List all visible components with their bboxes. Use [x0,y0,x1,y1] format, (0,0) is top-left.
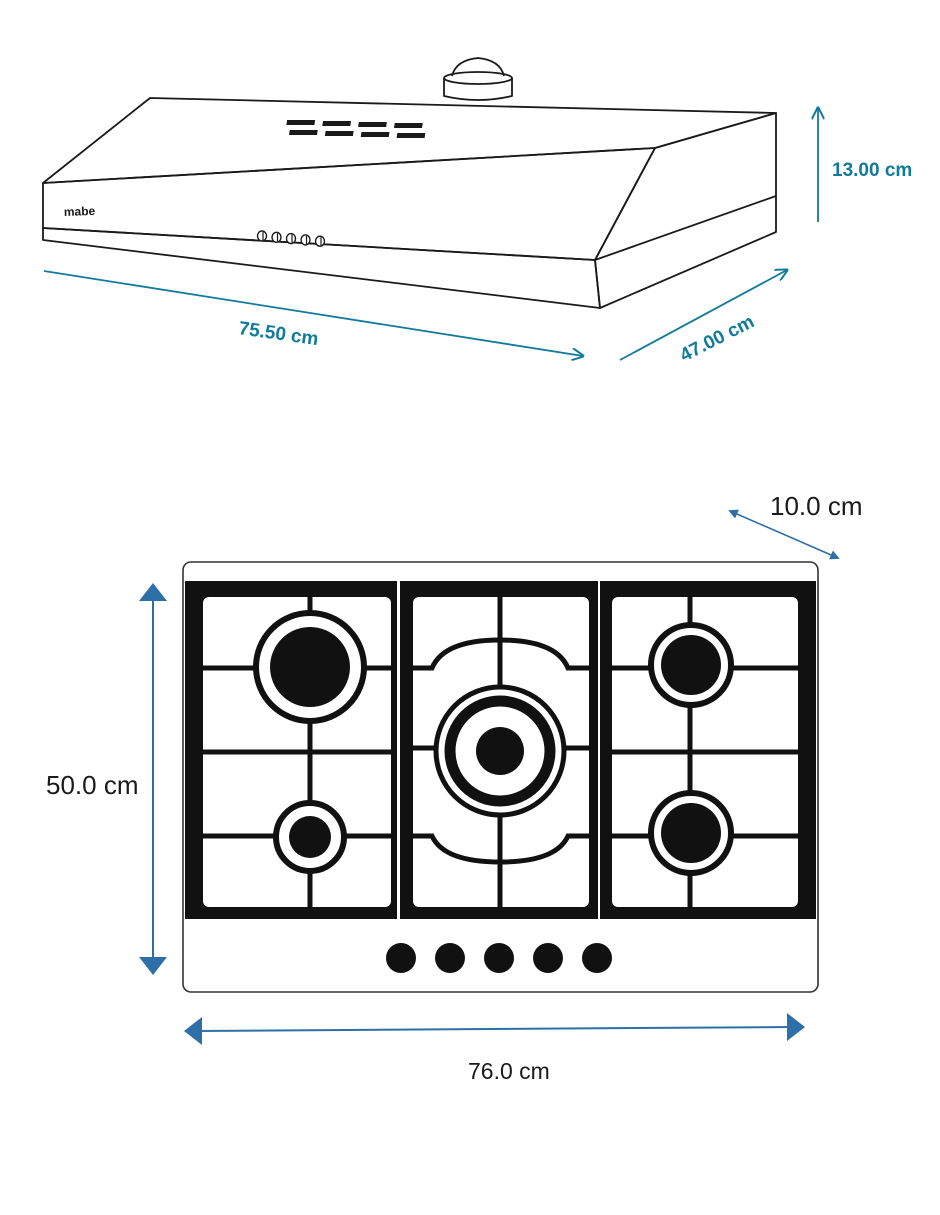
hood-dimension-lines [43,108,818,361]
cooktop-dimension-lines [139,509,840,1045]
hood-front-panel [42,147,656,261]
hood-width-label: 75.50 cm [237,318,319,350]
hood-control-knob [256,230,268,242]
burner-right-bottom [648,790,734,876]
cooktop-control-knob[interactable] [533,943,563,973]
hood-width-arrow [43,270,583,356]
hood-knobs [256,230,326,247]
burner-left-small [273,800,347,874]
cooktop-knobs [386,943,612,973]
hood-top-surface [42,97,777,184]
hood-control-knob [300,234,311,246]
vent-slots [286,120,426,138]
hood-brand-label: mabe [64,204,96,219]
cooktop-control-knob[interactable] [435,943,465,973]
cooktop-control-knob[interactable] [386,943,416,973]
cooktop-height-label: 50.0 cm [46,770,139,800]
burner-left-large [253,610,367,724]
hood-side-edge [594,195,777,261]
hood-control-knob [285,232,297,245]
hood-control-knob [271,231,282,244]
hood-depth-label: 47.00 cm [677,311,758,366]
exhaust-collar [443,57,513,101]
cooktop-height-arrow [139,583,167,975]
hood-height-label: 13.00 cm [832,160,912,181]
burner-center-wok [433,684,567,818]
cooktop-control-knob[interactable] [582,943,612,973]
hood-right-side [594,112,777,309]
range-hood [42,57,777,309]
cooktop [182,561,819,993]
cooktop-depth-arrow [728,509,840,560]
cooktop-width-arrow [184,1013,805,1045]
burner-right-top [648,622,734,708]
hood-control-knob [314,235,326,247]
cooktop-control-knob[interactable] [484,943,514,973]
hood-depth-arrow [619,270,787,361]
cooktop-width-label: 76.0 cm [468,1058,550,1084]
cooktop-depth-label: 10.0 cm [770,491,863,521]
